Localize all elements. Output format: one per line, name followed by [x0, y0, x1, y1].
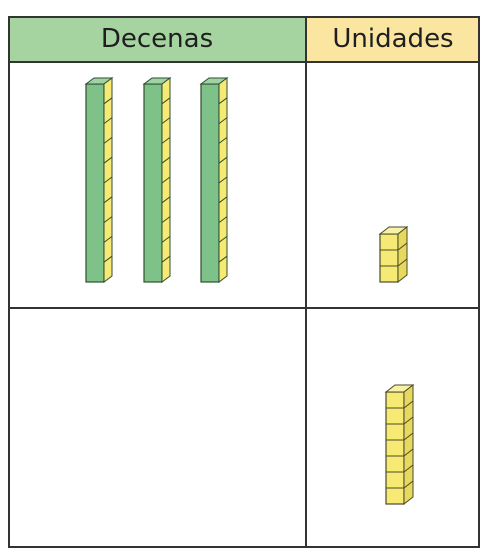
units-stack — [378, 225, 409, 284]
header-unidades-bg — [306, 16, 480, 62]
header-decenas-bg — [8, 16, 306, 62]
tens-rod — [84, 77, 114, 283]
tens-rod — [142, 77, 172, 283]
table-border — [8, 16, 480, 548]
tens-rod — [199, 77, 229, 283]
units-stack — [384, 383, 415, 506]
header-decenas: Decenas — [100, 24, 214, 54]
place-value-table: Decenas Unidades — [8, 16, 480, 548]
header-unidades: Unidades — [332, 24, 454, 54]
table-grid — [8, 16, 480, 548]
base-ten-blocks — [84, 77, 415, 506]
